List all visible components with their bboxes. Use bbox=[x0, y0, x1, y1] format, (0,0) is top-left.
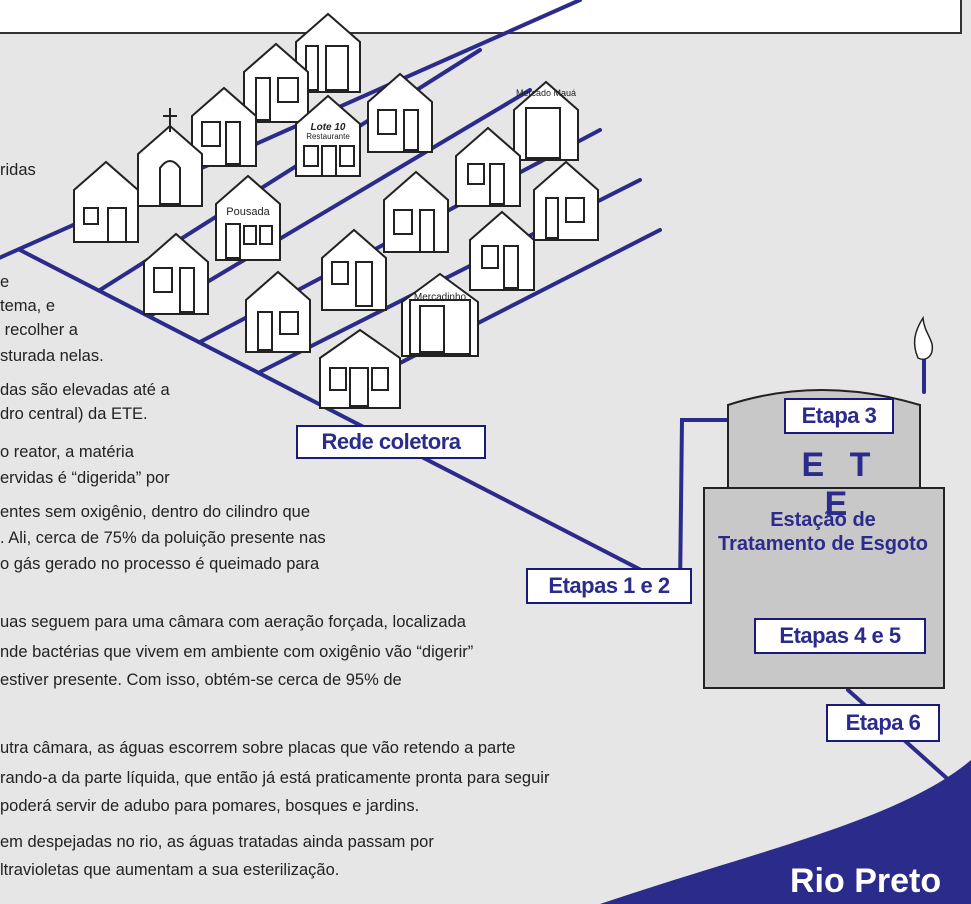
etapas-1-2-label: Etapas 1 e 2 bbox=[526, 568, 692, 604]
body-text-line: em despejadas no rio, as águas tratadas … bbox=[0, 833, 434, 851]
etapa-3-label: Etapa 3 bbox=[784, 398, 894, 434]
house bbox=[295, 12, 361, 93]
body-text-line: ervidas é “digerida” por bbox=[0, 469, 170, 487]
body-text-line: estiver presente. Com isso, obtém-se cer… bbox=[0, 671, 402, 689]
mercadinho bbox=[401, 272, 479, 357]
body-text-line: e bbox=[0, 273, 10, 291]
house bbox=[245, 270, 311, 353]
house bbox=[367, 72, 433, 153]
pousada bbox=[215, 174, 281, 261]
church-cross-icon bbox=[163, 108, 177, 132]
body-text-line: utra câmara, as águas escorrem sobre pla… bbox=[0, 739, 516, 757]
body-text-line: recolher a bbox=[0, 321, 78, 339]
etapa-6-label: Etapa 6 bbox=[826, 704, 940, 742]
body-text-line: das são elevadas até a bbox=[0, 381, 170, 399]
body-text-line: ridas bbox=[0, 161, 36, 179]
house bbox=[319, 328, 401, 409]
rio-preto-river bbox=[600, 760, 971, 904]
church bbox=[137, 124, 203, 207]
rio-preto-label: Rio Preto bbox=[790, 862, 942, 900]
body-text-line: entes sem oxigênio, dentro do cilindro q… bbox=[0, 503, 311, 521]
body-text-line: rando-a da parte líquida, que então já e… bbox=[0, 769, 550, 787]
body-text-line: uas seguem para uma câmara com aeração f… bbox=[0, 613, 466, 631]
ete-full-name: Estação de Tratamento de Esgoto bbox=[717, 509, 929, 555]
house bbox=[143, 232, 209, 315]
house bbox=[321, 228, 387, 311]
house bbox=[295, 94, 361, 177]
house-label-lote-10: Lote 10 bbox=[310, 122, 346, 133]
ete-title: E T E bbox=[801, 446, 879, 523]
body-text-line: tema, e bbox=[0, 297, 56, 315]
etapas-4-5-label: Etapas 4 e 5 bbox=[754, 618, 926, 654]
top-banner bbox=[0, 0, 962, 34]
ete-body bbox=[703, 487, 945, 689]
house-label-pousada: Pousada bbox=[226, 206, 270, 218]
house-label-mercado-maua: Mercado Mauá bbox=[516, 88, 577, 98]
rede-coletora-label: Rede coletora bbox=[296, 425, 486, 459]
body-text-line: . Ali, cerca de 75% da poluição presente… bbox=[0, 529, 326, 547]
house bbox=[533, 160, 599, 241]
house bbox=[383, 170, 449, 253]
house bbox=[469, 210, 535, 291]
body-text-line: sturada nelas. bbox=[0, 347, 104, 365]
body-text-line: ltravioletas que aumentam a sua esterili… bbox=[0, 861, 340, 879]
body-text-line: poderá servir de adubo para pomares, bos… bbox=[0, 797, 420, 815]
house bbox=[455, 126, 521, 207]
body-text-line: o reator, a matéria bbox=[0, 443, 134, 461]
house bbox=[191, 86, 257, 167]
body-text-line: o gás gerado no processo é queimado para bbox=[0, 555, 320, 573]
house bbox=[73, 160, 139, 243]
body-text-line: nde bactérias que vivem em ambiente com … bbox=[0, 643, 474, 661]
house bbox=[243, 42, 309, 123]
house-label-restaurante: Restaurante bbox=[306, 132, 350, 141]
house bbox=[513, 80, 579, 161]
body-text-line: dro central) da ETE. bbox=[0, 405, 148, 423]
house-label-mercadinho: Mercadinho bbox=[413, 292, 467, 303]
flame-icon bbox=[913, 315, 934, 360]
